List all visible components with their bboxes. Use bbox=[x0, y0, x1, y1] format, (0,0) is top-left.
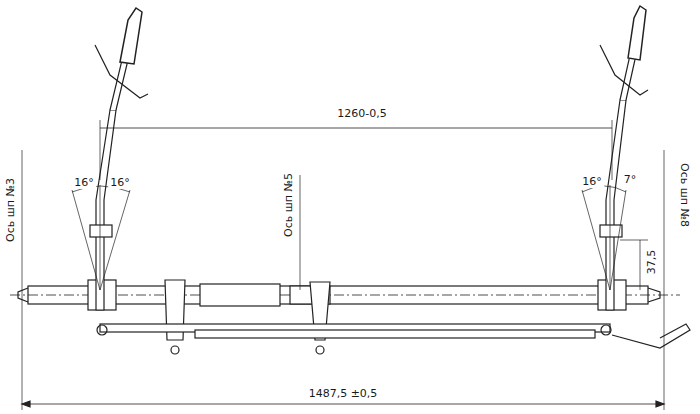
right-grip bbox=[628, 6, 646, 60]
left-shaft bbox=[110, 60, 128, 110]
dimension-line bbox=[100, 128, 612, 129]
extension-line bbox=[612, 120, 613, 180]
right-shaft bbox=[620, 55, 636, 100]
axle-sleeve bbox=[200, 284, 280, 306]
dimension-text: 37,5 bbox=[646, 248, 658, 277]
lever bbox=[612, 324, 690, 348]
axis-label: Ось шп №5 bbox=[283, 171, 295, 239]
right-hand-lever bbox=[600, 45, 648, 95]
angle-text: 16° bbox=[580, 176, 604, 188]
extension-line bbox=[100, 120, 101, 180]
angle-text: 16° bbox=[108, 177, 132, 189]
axis-label: Ось шп №8 bbox=[678, 161, 690, 229]
tie-rod-2 bbox=[195, 330, 595, 338]
dimension-line bbox=[640, 240, 641, 290]
bracket-pin bbox=[171, 346, 179, 354]
dimension-text: 1260-0,5 bbox=[335, 108, 388, 120]
angle-lines bbox=[72, 185, 130, 290]
right-end bbox=[648, 288, 660, 302]
extension-line bbox=[22, 150, 23, 410]
dimension-text: 1487,5 ±0,5 bbox=[307, 388, 380, 400]
axis-label: Ось шп №3 bbox=[5, 176, 17, 244]
angle-text: 16° bbox=[72, 177, 96, 189]
angle-text: 7° bbox=[622, 174, 639, 186]
left-hand-lever bbox=[95, 45, 148, 98]
rod-joint bbox=[601, 325, 611, 335]
bracket-pin bbox=[316, 346, 324, 354]
dimension-line bbox=[22, 404, 664, 405]
arrowheads bbox=[22, 401, 664, 407]
collar bbox=[90, 225, 112, 237]
left-end bbox=[18, 288, 28, 302]
left-grip bbox=[120, 8, 142, 64]
extension-line bbox=[664, 150, 665, 410]
rod-joint bbox=[97, 325, 107, 335]
axis-line bbox=[300, 175, 301, 290]
left-upright bbox=[96, 110, 116, 310]
extension-line bbox=[620, 240, 648, 241]
right-upright bbox=[606, 100, 626, 310]
angle-lines bbox=[582, 185, 626, 290]
